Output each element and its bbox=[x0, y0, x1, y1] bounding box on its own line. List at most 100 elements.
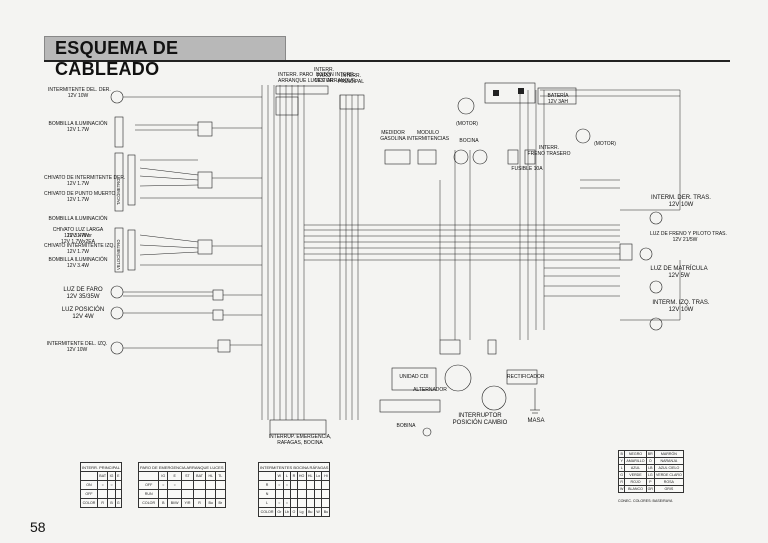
table-cell bbox=[96, 489, 109, 499]
page-title-banner: ESQUEMA DE CABLEADO bbox=[44, 36, 286, 79]
headlight-bulb bbox=[110, 285, 124, 299]
label-position-light: LUZ POSICIÓN 12V 4W bbox=[60, 307, 106, 320]
table-cell bbox=[192, 480, 207, 490]
label-spec: 12V 35/35W bbox=[66, 293, 100, 300]
tachometer-label: TACÓMETRO bbox=[116, 178, 121, 205]
label-text: LUZ DE FRENO Y PILOTO TRAS. bbox=[650, 231, 727, 237]
label-bombilla-iluminacion-3: BOMBILLA ILUMINACIÓN 12V 3.4W bbox=[44, 257, 112, 269]
table-cell bbox=[181, 480, 194, 490]
legend-cell: AZUL CIELO bbox=[653, 464, 684, 472]
table-title: INTERR. PRINCIPAL bbox=[80, 462, 122, 472]
table-cell: OFF bbox=[137, 480, 160, 490]
label-spec: 12V 10W bbox=[67, 92, 89, 99]
label-text: INTERMITENTE DEL. DER. bbox=[48, 87, 111, 93]
table-header-cell: W bbox=[275, 471, 284, 481]
legend-cell: NARANJA bbox=[653, 457, 684, 465]
rectifier-box bbox=[506, 369, 538, 385]
table-cell bbox=[321, 489, 331, 499]
label-text: CHIVATO DE INTERMITENTE DER. bbox=[44, 175, 126, 181]
page-title: ESQUEMA DE CABLEADO bbox=[55, 38, 179, 79]
table-cell bbox=[282, 489, 292, 499]
table-cell bbox=[275, 489, 284, 499]
table-header-cell: TL bbox=[215, 471, 226, 481]
label-bombilla-iluminacion-1: BOMBILLA ILUMINACIÓN 12V 1.7W bbox=[48, 121, 108, 133]
table-cell bbox=[305, 480, 315, 490]
label-top-switches: INTERR. PARO BOTÓN INTERR. ARRANQUE LUCE… bbox=[278, 72, 356, 84]
table-row: OFF bbox=[80, 489, 122, 499]
label-spec: 12V 4W bbox=[72, 313, 94, 320]
table-header-cell bbox=[257, 471, 277, 481]
label-text: LUZ POSICIÓN bbox=[61, 307, 105, 313]
table-cell bbox=[321, 498, 331, 508]
label-interr-freno-trasero: INTERR. FRENO TRASERO bbox=[527, 145, 571, 157]
label-cdi-unit: UNIDAD CDI bbox=[399, 374, 429, 380]
label-spec: 12V 1.7W bbox=[67, 248, 89, 255]
table-cell bbox=[205, 489, 217, 499]
label-rectifier: RECTIFICADOR bbox=[507, 374, 545, 380]
table-cell: ○ bbox=[96, 480, 109, 490]
table-cell: O bbox=[290, 507, 298, 517]
table-cell: OFF bbox=[80, 489, 98, 499]
label-text: CHIVATO DE PUNTO MUERTO bbox=[44, 191, 116, 197]
table-title: PARO DE EMERGENCIA ARRANQUE LUCES bbox=[138, 462, 226, 472]
table-cell: G bbox=[114, 498, 122, 508]
table-cell: RUN bbox=[137, 489, 160, 499]
table-cell bbox=[107, 489, 116, 499]
table-row: ON○○ bbox=[80, 480, 122, 490]
label-spec: 12V 1.7W bbox=[67, 126, 89, 133]
table-cell bbox=[114, 480, 122, 490]
table-cell: COLOR bbox=[137, 498, 160, 508]
label-spec: 12V 1.7W bbox=[67, 232, 89, 239]
label-text: BOMBILLA ILUMINACIÓN bbox=[48, 121, 108, 127]
label-emergency-switch: INTERRUP. EMERGENCIA, RAFAGAS, BOCINA bbox=[268, 434, 332, 446]
table-row: R○○ bbox=[257, 480, 331, 490]
legend-cell: LG bbox=[645, 471, 656, 479]
legend-cell: MARRÓN bbox=[653, 450, 684, 458]
table-cell: ○ bbox=[167, 480, 183, 490]
color-legend-note: CONEC. COLORES: BASE/RAYA bbox=[618, 499, 673, 503]
table-cell bbox=[181, 489, 194, 499]
title-rule bbox=[44, 60, 730, 62]
cdi-unit-box bbox=[391, 367, 437, 391]
table-cell: R bbox=[96, 498, 109, 508]
table-cell: ○ bbox=[107, 480, 116, 490]
label-text: INTERM. DER. TRAS. bbox=[651, 195, 711, 201]
label-rear-left-turn: INTERM. IZQ. TRAS. 12V 10W bbox=[646, 300, 716, 313]
table-cell: Gr bbox=[275, 507, 284, 517]
legend-cell: GRIS bbox=[653, 485, 684, 493]
label-modulo-intermitencias: MODULO INTERMITENCIAS bbox=[406, 130, 450, 142]
table-header-cell: IG bbox=[107, 471, 116, 481]
label-text: INTERM. IZQ. TRAS. bbox=[652, 300, 710, 306]
speedometer-label: VELOCÍMETRO bbox=[116, 239, 121, 270]
position-bulb bbox=[110, 306, 124, 320]
speedometer-cluster bbox=[114, 227, 124, 273]
label-neutral-indicator: CHIVATO DE PUNTO MUERTO 12V 1.7W bbox=[44, 191, 116, 203]
table-cell bbox=[313, 480, 323, 490]
legend-cell: VERDE bbox=[624, 471, 647, 479]
table-cell bbox=[167, 489, 183, 499]
table-cell bbox=[313, 489, 323, 499]
label-spec: 12V 21/5W bbox=[672, 236, 698, 243]
label-spec: 12V 3.4W bbox=[67, 262, 89, 269]
table-cell bbox=[158, 489, 169, 499]
table-cell: BI/W bbox=[167, 498, 183, 508]
label-rear-right-turn: INTERM. DER. TRAS. 12V 10W bbox=[646, 195, 716, 208]
table-header-cell bbox=[80, 471, 98, 481]
label-alternator: ALTERNADOR bbox=[413, 387, 447, 393]
table-cell bbox=[305, 498, 315, 508]
gear-position-switch bbox=[481, 385, 507, 411]
label-motor-right: (MOTOR) bbox=[594, 141, 616, 147]
legend-cell: ROJO bbox=[624, 478, 647, 486]
table-header-cell: E bbox=[114, 471, 122, 481]
